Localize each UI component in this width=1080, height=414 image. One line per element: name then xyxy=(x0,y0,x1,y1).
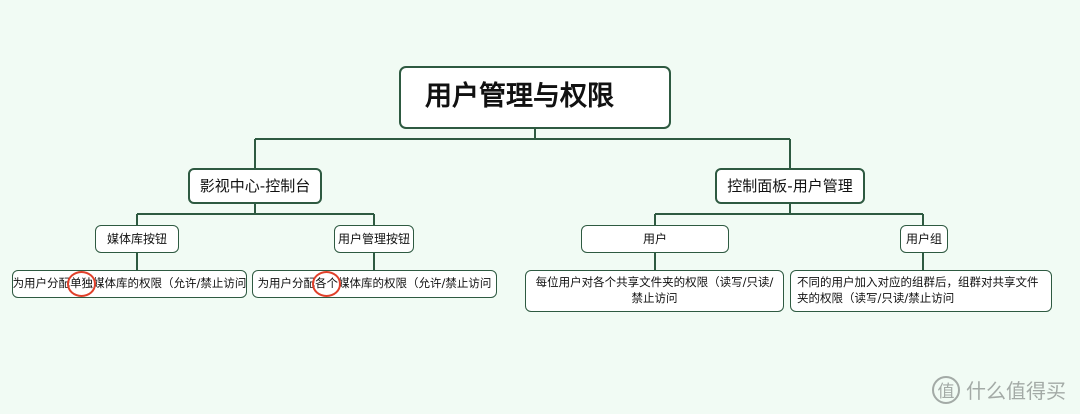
node-label: 用户管理按钮 xyxy=(337,231,410,246)
highlight-text: 各个 xyxy=(315,276,339,291)
node-control-panel-user-management[interactable]: 控制面板-用户管理 xyxy=(715,168,865,204)
smzdm-logo-icon: 值 xyxy=(932,375,960,404)
leaf-text: 不同的用户加入对应的组群后，组群对共享文件夹的权限（读写/只读/禁止访问 xyxy=(797,275,1039,305)
node-label: 控制面板-用户管理 xyxy=(727,176,853,195)
leaf-text: 为用户分配各个媒体库的权限（允许/禁止访问 xyxy=(257,271,492,297)
leaf-text-after: 媒体库的权限（允许/禁止访问 xyxy=(338,276,492,291)
highlight-text: 单独 xyxy=(70,276,94,291)
node-user-management-button[interactable]: 用户管理按钮 xyxy=(334,225,414,253)
node-label: 用户组 xyxy=(905,231,942,246)
leaf-text: 为用户分配单独媒体库的权限（允许/禁止访问 xyxy=(12,271,247,297)
leaf-text-before: 为用户分配 xyxy=(257,276,316,291)
leaf-user-management-permission[interactable]: 为用户分配各个媒体库的权限（允许/禁止访问 xyxy=(252,270,497,298)
root-label: 用户管理与权限 xyxy=(425,81,614,113)
watermark-text: 什么值得买 xyxy=(966,379,1066,403)
leaf-text-after: 媒体库的权限（允许/禁止访问 xyxy=(93,276,247,291)
node-user[interactable]: 用户 xyxy=(581,225,729,253)
node-label: 媒体库按钮 xyxy=(106,231,167,246)
leaf-media-library-permission[interactable]: 为用户分配单独媒体库的权限（允许/禁止访问 xyxy=(12,270,247,298)
highlight-single: 单独 xyxy=(67,271,97,297)
root-node[interactable]: 用户管理与权限 xyxy=(399,66,671,129)
connector-left xyxy=(136,204,375,225)
node-media-center-console[interactable]: 影视中心-控制台 xyxy=(188,168,322,204)
leaf-text: 每位用户对各个共享文件夹的权限（读写/只读/禁止访问 xyxy=(535,275,774,305)
watermark: 值 什么值得买 xyxy=(932,375,1066,404)
highlight-each: 各个 xyxy=(312,271,342,297)
connector-root xyxy=(254,129,791,168)
leaf-user-group-permission[interactable]: 不同的用户加入对应的组群后，组群对共享文件夹的权限（读写/只读/禁止访问 xyxy=(790,270,1052,312)
connector-right xyxy=(654,204,924,225)
leaf-user-permission[interactable]: 每位用户对各个共享文件夹的权限（读写/只读/禁止访问 xyxy=(525,270,784,312)
node-media-library-button[interactable]: 媒体库按钮 xyxy=(95,225,179,253)
leaf-text-before: 为用户分配 xyxy=(12,276,71,291)
node-label: 用户 xyxy=(642,231,667,246)
node-user-group[interactable]: 用户组 xyxy=(900,225,948,253)
node-label: 影视中心-控制台 xyxy=(199,176,311,195)
